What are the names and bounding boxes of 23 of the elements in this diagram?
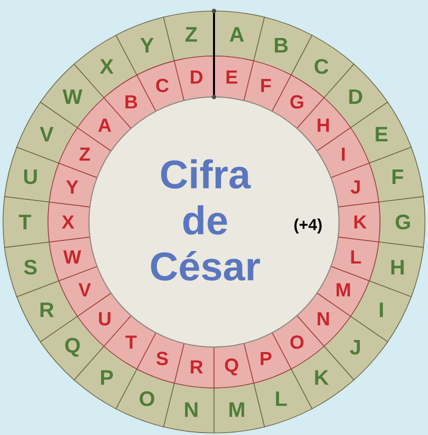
- letter-segment: K: [338, 202, 380, 242]
- title: Cifra de César: [151, 159, 260, 281]
- letter-segment: N: [163, 382, 214, 434]
- letter-segment: Y: [116, 16, 175, 76]
- letter-segment: Y: [48, 162, 98, 208]
- letter-segment: U: [4, 146, 60, 202]
- letter-segment: C: [136, 60, 184, 112]
- letter-segment: F: [368, 146, 424, 202]
- letter-segment: L: [253, 368, 312, 428]
- shift-label: (+4): [294, 218, 322, 234]
- letter-segment: R: [174, 342, 214, 388]
- letter-segment: F: [244, 60, 292, 112]
- letter-segment: P: [244, 332, 292, 384]
- letter-segment: M: [214, 382, 265, 434]
- letter-segment: D: [174, 56, 214, 102]
- letter-segment: S: [4, 242, 60, 298]
- letter-segment: B: [253, 16, 312, 76]
- letter-segment: S: [136, 332, 184, 384]
- letter-segment: G: [378, 196, 426, 248]
- letter-segment: L: [330, 236, 380, 282]
- letter-segment: X: [48, 202, 90, 242]
- letter-segment: Z: [163, 10, 214, 62]
- letter-segment: J: [330, 162, 380, 208]
